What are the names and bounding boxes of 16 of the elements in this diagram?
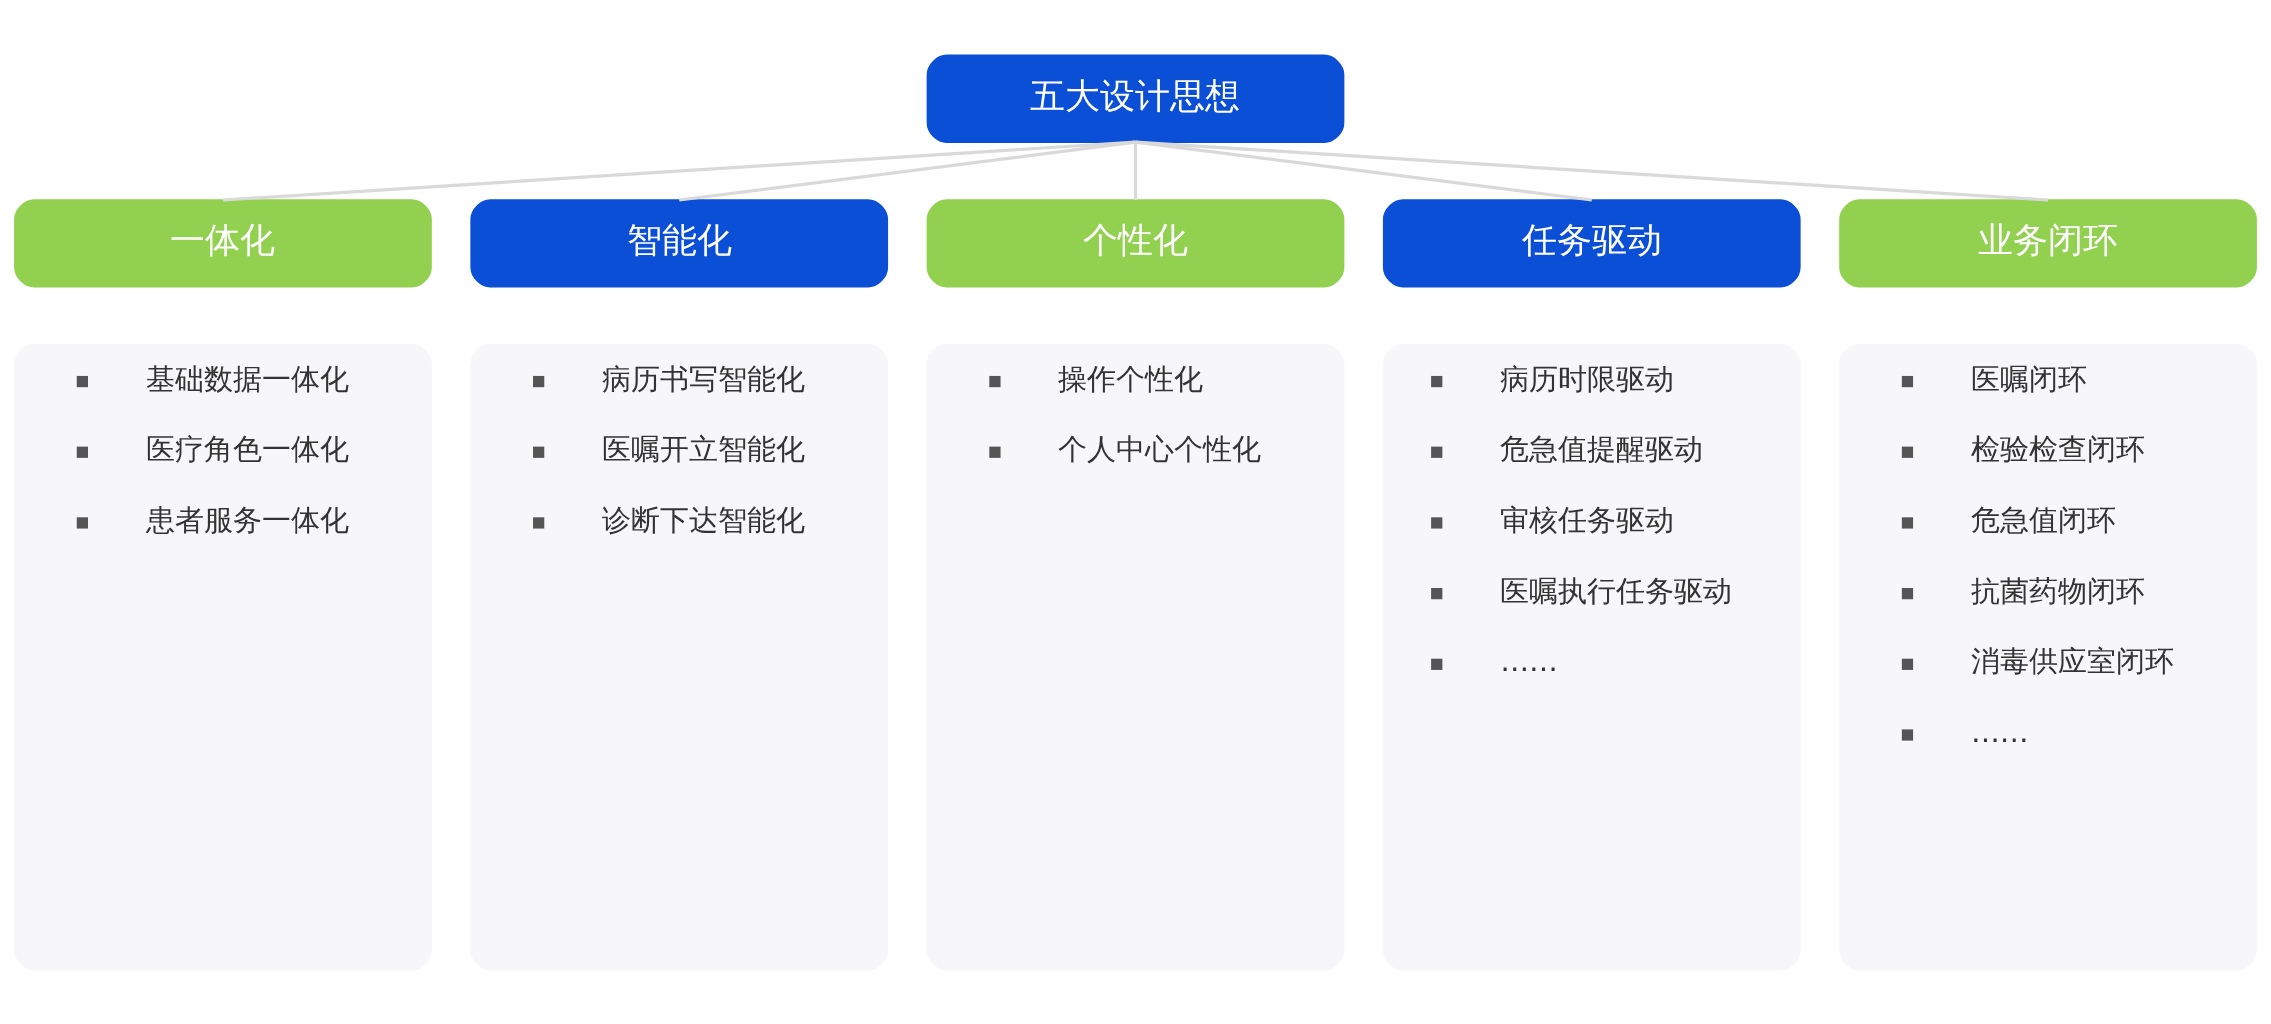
node-box: 个性化 xyxy=(926,198,1345,288)
node-box: 病历书写智能化 医嘱开立智能化 诊断下达智能化 xyxy=(470,343,889,970)
node-box: 任务驱动 xyxy=(1382,198,1801,288)
node-box: 操作个性化 个人中心个性化 xyxy=(926,343,1345,970)
node-box: 智能化 xyxy=(470,198,889,288)
node-box: 基础数据一体化 医疗角色一体化 患者服务一体化 xyxy=(14,343,432,970)
connector xyxy=(1135,140,1592,202)
node-box: 一体化 xyxy=(14,198,432,288)
node-box: 业务闭环 xyxy=(1839,198,2257,288)
node-box: 医嘱闭环 检验检查闭环 危急值闭环 抗菌药物闭环 消毒供应室闭环 …… xyxy=(1839,343,2257,970)
connector xyxy=(222,140,1136,202)
node-box: 五大设计思想 xyxy=(926,54,1345,143)
connector xyxy=(1135,140,2049,202)
connector xyxy=(1133,141,1138,200)
connector xyxy=(679,140,1136,202)
node-box: 病历时限驱动 危急值提醒驱动 审核任务驱动 医嘱执行任务驱动 …… xyxy=(1382,343,1801,970)
